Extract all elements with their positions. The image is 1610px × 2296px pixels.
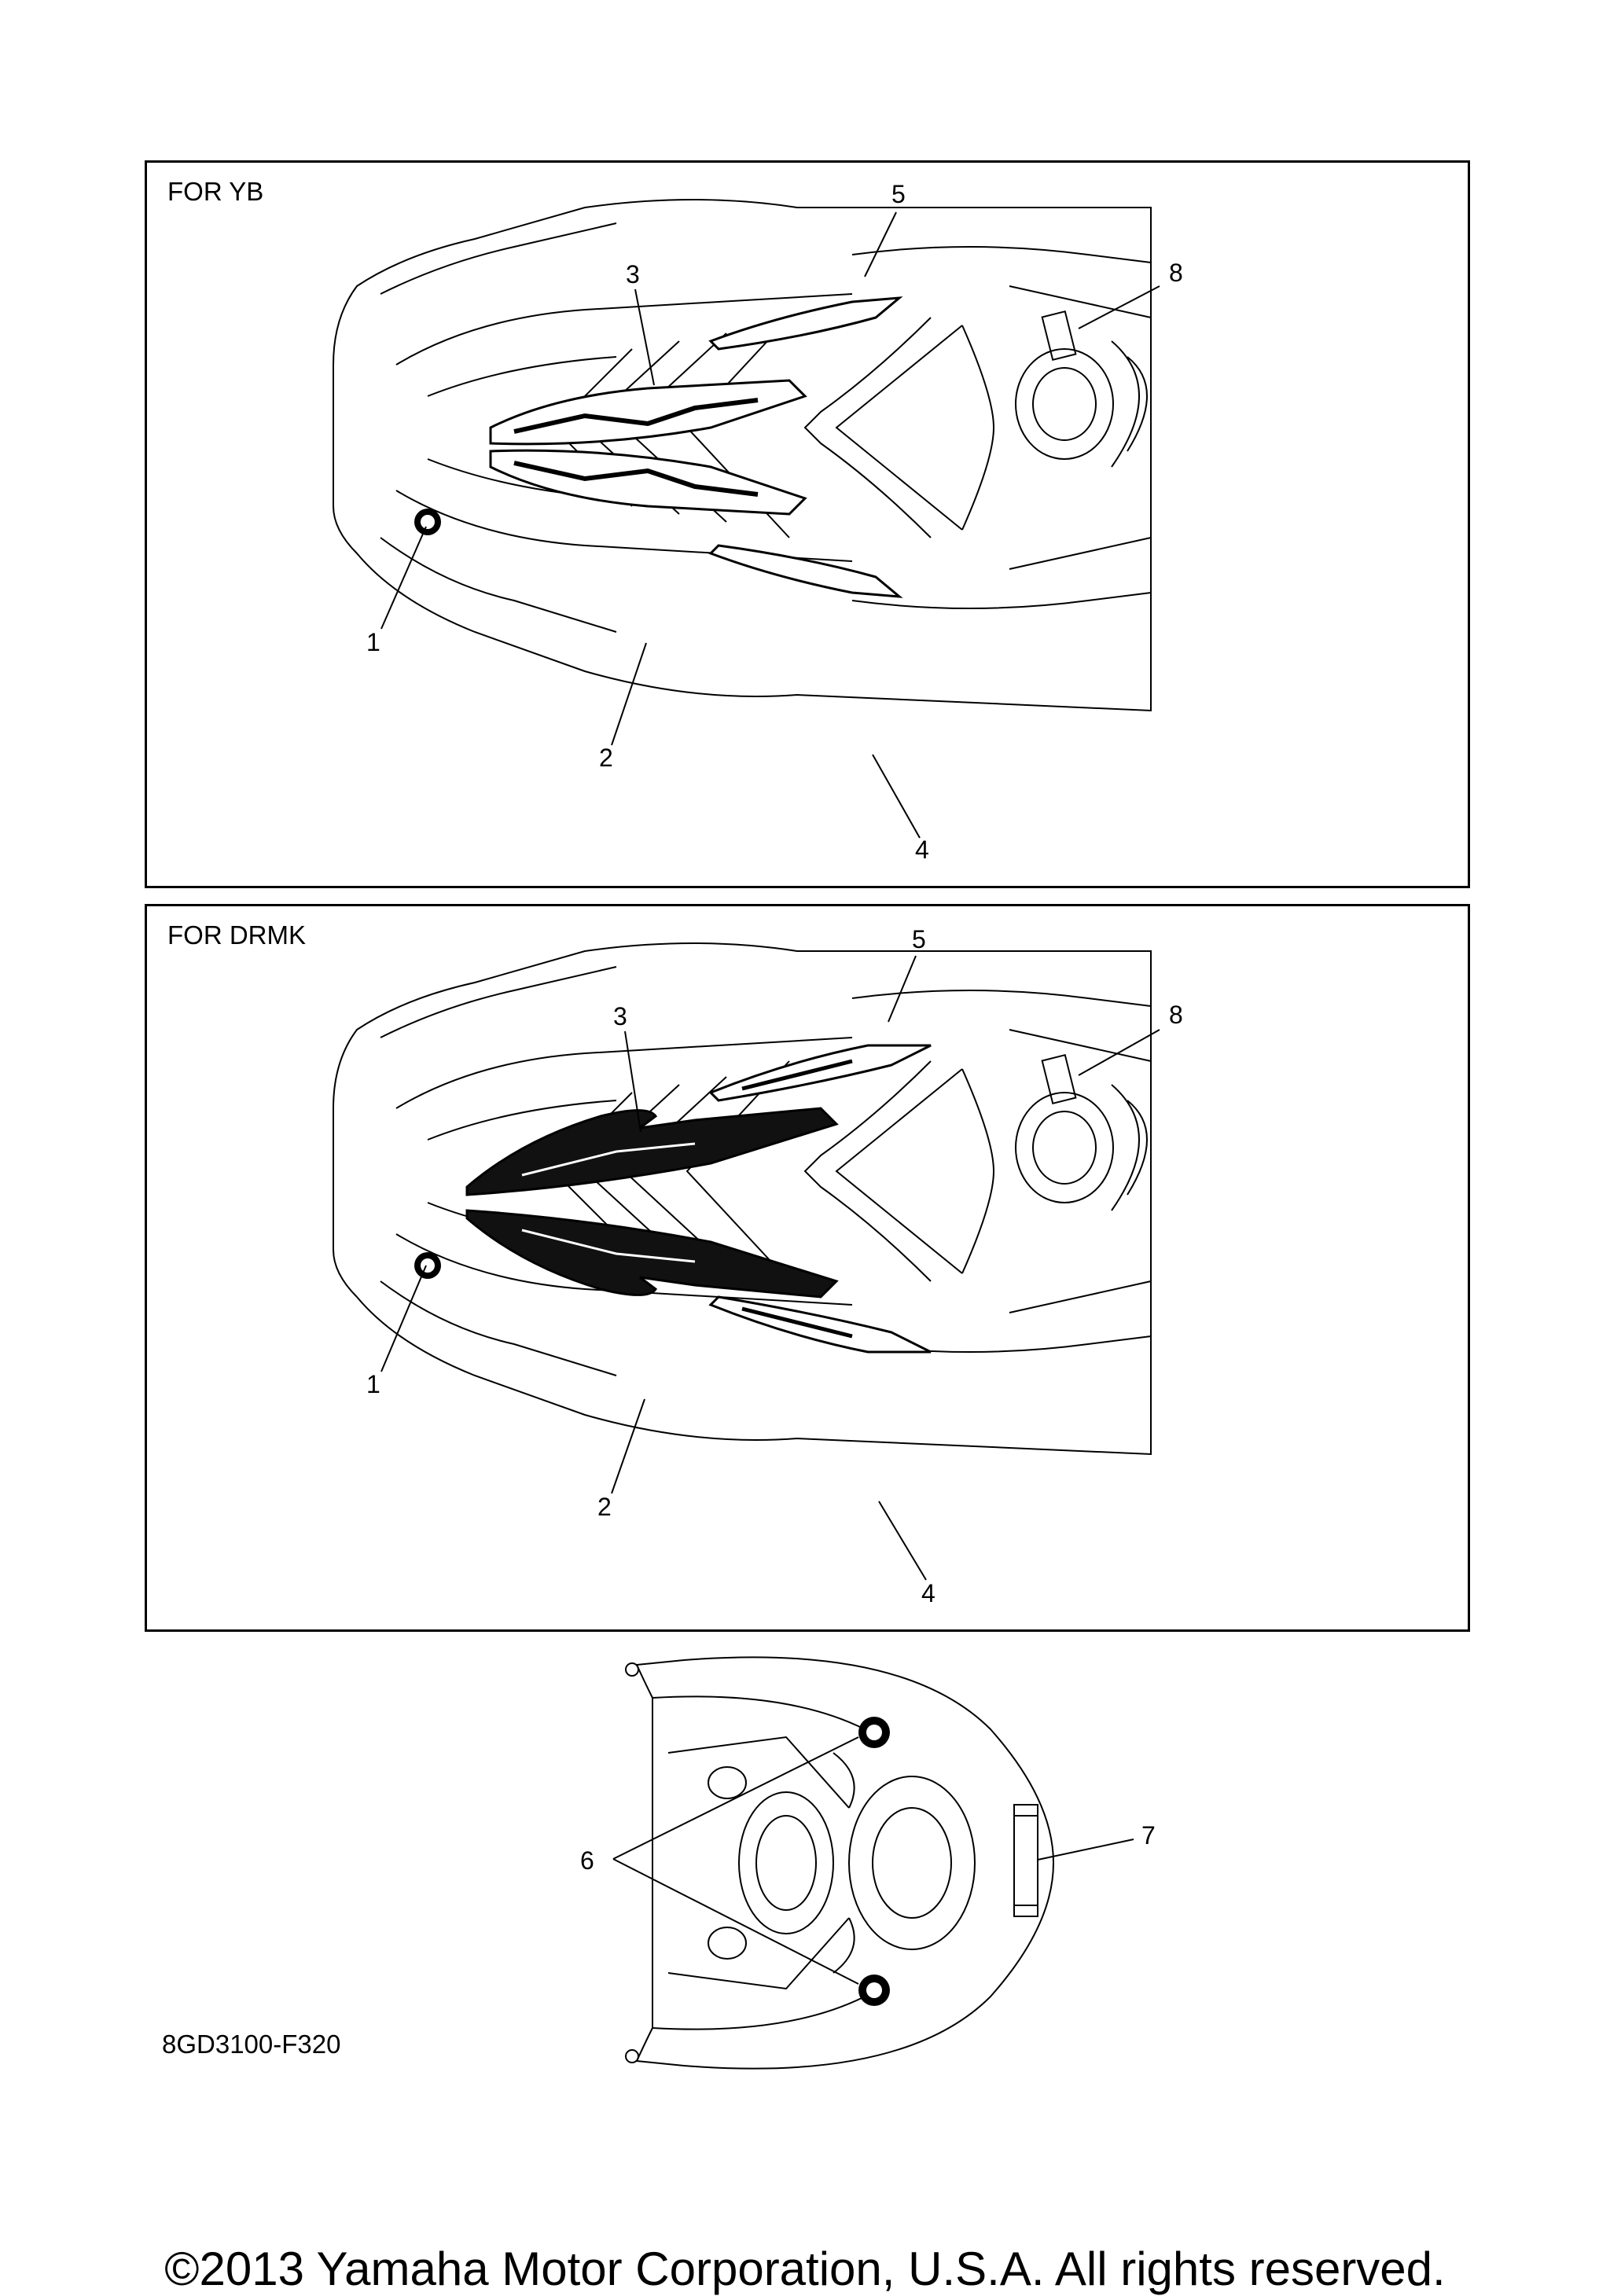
callout-6: 6 <box>580 1846 594 1875</box>
rear-deck-view <box>625 1656 1055 2070</box>
decals-drmk <box>467 1045 931 1352</box>
callout-1-yb: 1 <box>366 628 380 656</box>
panel-for-yb: FOR YB <box>145 160 1470 888</box>
callout-7: 7 <box>1141 1821 1156 1850</box>
callout-3-yb: 3 <box>626 260 640 288</box>
callout-8-drmk: 8 <box>1169 1001 1183 1029</box>
leader-lines-bottom <box>612 1736 1134 1985</box>
callout-2-drmk: 2 <box>597 1493 612 1521</box>
leader-lines-drmk <box>380 955 1160 1581</box>
callout-4-drmk: 4 <box>921 1579 935 1607</box>
callout-2-yb: 2 <box>599 744 613 772</box>
hull-drmk <box>333 942 1152 1455</box>
callout-5-yb: 5 <box>891 180 906 208</box>
callout-1-drmk: 1 <box>366 1370 380 1398</box>
callout-5-drmk: 5 <box>912 925 926 953</box>
callout-3-drmk: 3 <box>613 1002 627 1030</box>
leader-lines-yb <box>380 211 1160 839</box>
callout-4-yb: 4 <box>915 836 929 864</box>
part-code: 8GD3100-F320 <box>162 2030 341 2059</box>
panel-label: FOR YB <box>167 177 264 206</box>
panel-label: FOR DRMK <box>167 920 306 950</box>
copyright-notice: ©2013 Yamaha Motor Corporation, U.S.A. A… <box>164 2243 1446 2295</box>
callout-8-yb: 8 <box>1169 259 1183 287</box>
hull-yb <box>333 199 1152 711</box>
panel-for-drmk: FOR DRMK <box>145 904 1470 1632</box>
